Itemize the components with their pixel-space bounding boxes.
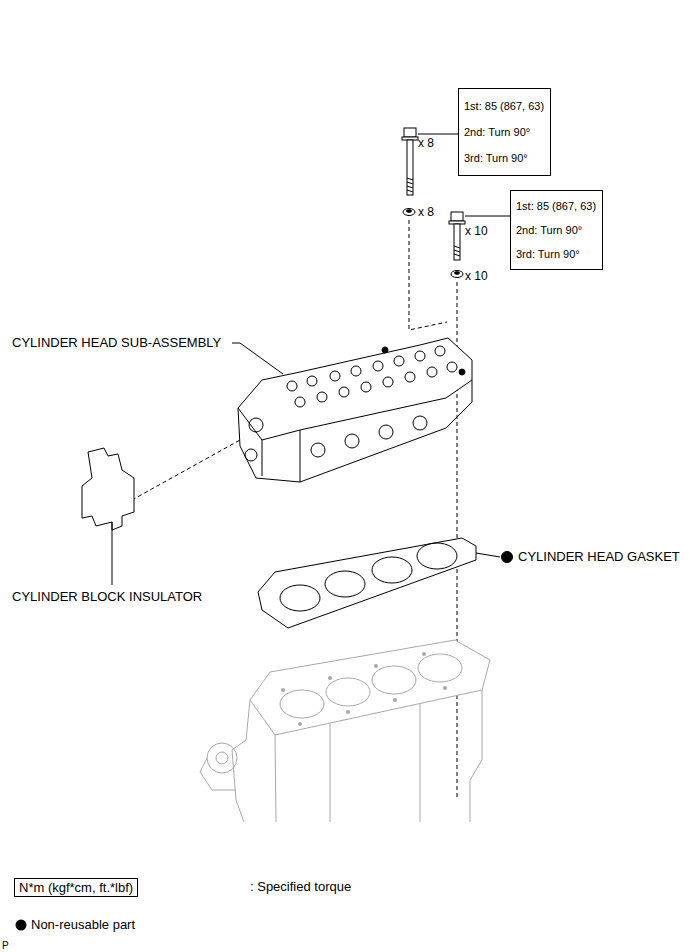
cylinder-block [200,640,490,822]
box-text: 1st: 85 (867, 63) [516,194,596,218]
box-text: 3rd: Turn 90° [516,242,596,266]
cylinder-head [238,338,472,482]
box-text: 2nd: Turn 90° [516,218,596,242]
leader-line [232,343,283,374]
torque-legend-box: N*m (kgf*cm, ft.*lbf) [14,878,138,897]
quantity: x 8 [418,204,434,220]
cylinder-block-insulator [82,448,134,585]
washer [403,209,415,216]
torque-spec-box: 1st: 85 (867, 63)2nd: Turn 90°3rd: Turn … [458,88,551,176]
box-text: 3rd: Turn 90° [464,145,544,171]
part-name: CYLINDER HEAD GASKET [518,549,680,565]
legend-note: : Specified torque [250,879,351,895]
page-mark: P [2,938,9,952]
quantity: x 10 [465,223,488,239]
washer [451,271,463,278]
part-name: CYLINDER BLOCK INSULATOR [12,589,202,605]
part-name: CYLINDER HEAD SUB-ASSEMBLY [12,335,221,351]
head-bolt [402,128,458,195]
torque-spec-box: 1st: 85 (867, 63)2nd: Turn 90°3rd: Turn … [510,190,603,270]
cylinder-head-gasket [258,538,513,628]
box-text: 1st: 85 (867, 63) [464,93,544,119]
non-reusable-dot [16,920,27,931]
box-text: N*m (kgf*cm, ft.*lbf) [19,879,133,896]
quantity: x 8 [418,135,434,151]
head-bolt [449,212,510,260]
legend-text: Non-reusable part [31,917,135,932]
box-text: 2nd: Turn 90° [464,119,544,145]
quantity: x 10 [465,268,488,284]
legend-entry: Non-reusable part [31,917,135,933]
